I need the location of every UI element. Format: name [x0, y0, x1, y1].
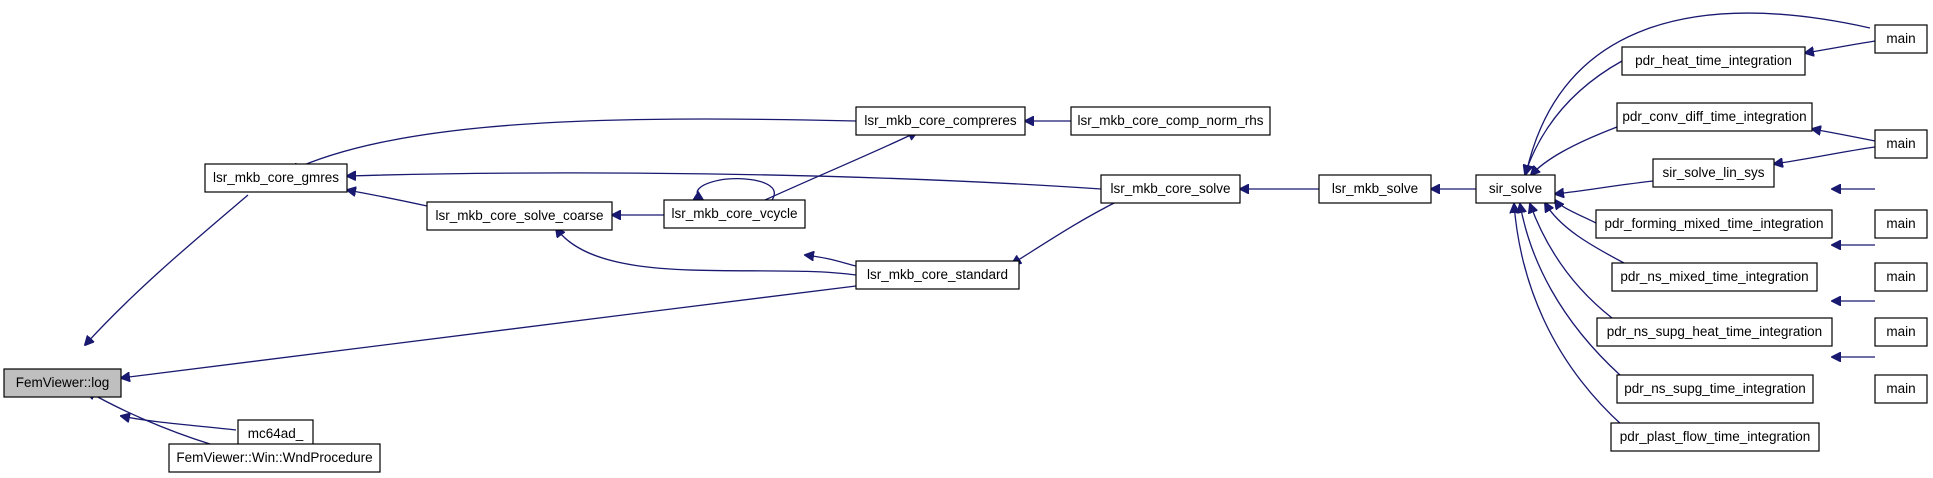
edge-vcycle-self-loop	[697, 177, 775, 200]
node-main-5[interactable]: main	[1874, 317, 1928, 347]
edge-gmres-to-log	[85, 194, 249, 345]
svg-text:lsr_mkb_core_vcycle: lsr_mkb_core_vcycle	[671, 206, 797, 221]
edge-standard-to-vcycle	[805, 255, 857, 267]
edge-solve-coarse-to-gmres	[347, 190, 428, 207]
edge-nssupg-to-sir-solve	[1520, 204, 1621, 376]
edge-main1-to-heat	[1805, 40, 1876, 53]
svg-text:pdr_heat_time_integration: pdr_heat_time_integration	[1635, 53, 1792, 68]
edge-heat-to-sir-solve	[1525, 60, 1623, 174]
svg-text:pdr_ns_supg_time_integration: pdr_ns_supg_time_integration	[1624, 381, 1806, 396]
edge-wndprocedure-to-log	[87, 391, 211, 445]
node-lsr-mkb-solve[interactable]: lsr_mkb_solve	[1318, 174, 1432, 204]
node-lsr-mkb-core-vcycle[interactable]: lsr_mkb_core_vcycle	[663, 199, 806, 229]
svg-text:main: main	[1886, 136, 1915, 151]
svg-text:pdr_plast_flow_time_integratio: pdr_plast_flow_time_integration	[1620, 429, 1811, 444]
svg-text:FemViewer::Win::WndProcedure: FemViewer::Win::WndProcedure	[176, 450, 372, 465]
node-pdr-heat-time-integration[interactable]: pdr_heat_time_integration	[1621, 46, 1806, 76]
svg-text:main: main	[1886, 381, 1915, 396]
svg-text:pdr_forming_mixed_time_integra: pdr_forming_mixed_time_integration	[1604, 216, 1823, 231]
edge-linsys-to-sir-solve	[1555, 180, 1654, 194]
edge-compreres-to-gmres	[290, 118, 857, 171]
svg-text:main: main	[1886, 216, 1915, 231]
node-femviewer-log[interactable]: FemViewer::log	[3, 368, 122, 398]
svg-text:pdr_conv_diff_time_integration: pdr_conv_diff_time_integration	[1622, 109, 1806, 124]
node-pdr-ns-mixed-time-integration[interactable]: pdr_ns_mixed_time_integration	[1611, 262, 1818, 292]
svg-text:lsr_mkb_core_solve_coarse: lsr_mkb_core_solve_coarse	[435, 208, 603, 223]
node-main-4[interactable]: main	[1874, 262, 1928, 292]
edge-vcycle-to-compreres	[764, 132, 917, 201]
node-main-3[interactable]: main	[1874, 209, 1928, 239]
edge-main2-to-linsys	[1774, 146, 1876, 164]
svg-text:mc64ad_: mc64ad_	[248, 426, 304, 441]
node-lsr-mkb-core-solve[interactable]: lsr_mkb_core_solve	[1100, 174, 1241, 204]
edge-nsmixed-to-sir-solve	[1545, 203, 1625, 264]
svg-text:main: main	[1886, 269, 1915, 284]
node-pdr-ns-supg-time-integration[interactable]: pdr_ns_supg_time_integration	[1616, 374, 1814, 404]
node-lsr-mkb-core-compreres[interactable]: lsr_mkb_core_compreres	[855, 106, 1026, 136]
svg-text:FemViewer::log: FemViewer::log	[16, 375, 110, 390]
svg-text:lsr_mkb_core_compreres: lsr_mkb_core_compreres	[864, 113, 1017, 128]
edge-mc64ad-to-log	[121, 416, 237, 431]
node-lsr-mkb-core-solve-coarse[interactable]: lsr_mkb_core_solve_coarse	[426, 201, 613, 231]
edge-core-solve-to-standard	[1012, 199, 1121, 264]
edge-standard-to-solve-coarse	[556, 228, 857, 276]
node-sir-solve-lin-sys[interactable]: sir_solve_lin_sys	[1652, 158, 1775, 188]
svg-text:lsr_mkb_core_comp_norm_rhs: lsr_mkb_core_comp_norm_rhs	[1077, 113, 1263, 128]
edge-plast-to-sir-solve	[1514, 204, 1624, 427]
node-main-1[interactable]: main	[1874, 24, 1928, 54]
edge-forming-to-sir-solve	[1555, 200, 1597, 224]
node-pdr-plast-flow-time-integration[interactable]: pdr_plast_flow_time_integration	[1610, 422, 1820, 452]
node-main-6[interactable]: main	[1874, 374, 1928, 404]
node-pdr-forming-mixed-time-integration[interactable]: pdr_forming_mixed_time_integration	[1595, 209, 1833, 239]
svg-text:pdr_ns_mixed_time_integration: pdr_ns_mixed_time_integration	[1620, 269, 1808, 284]
edge-core-solve-to-gmres	[347, 173, 1102, 190]
node-mc64ad[interactable]: mc64ad_	[237, 419, 314, 449]
svg-text:pdr_ns_supg_heat_time_integrat: pdr_ns_supg_heat_time_integration	[1607, 324, 1822, 339]
node-main-2[interactable]: main	[1874, 129, 1928, 159]
node-pdr-ns-supg-heat-time-integration[interactable]: pdr_ns_supg_heat_time_integration	[1596, 317, 1833, 347]
edge-nssupgheat-to-sir-solve	[1530, 204, 1613, 319]
edge-main2-to-convdiff	[1812, 129, 1876, 142]
node-lsr-mkb-core-gmres[interactable]: lsr_mkb_core_gmres	[204, 163, 348, 193]
node-femviewer-win-wndprocedure[interactable]: FemViewer::Win::WndProcedure	[168, 443, 381, 473]
svg-text:main: main	[1886, 324, 1915, 339]
svg-text:main: main	[1886, 31, 1915, 46]
svg-text:sir_solve_lin_sys: sir_solve_lin_sys	[1662, 165, 1764, 180]
edge-heat-outer-to-sir-solve	[1526, 12, 1871, 174]
svg-text:lsr_mkb_core_solve: lsr_mkb_core_solve	[1110, 181, 1230, 196]
edge-standard-to-log	[121, 285, 857, 378]
svg-text:lsr_mkb_core_gmres: lsr_mkb_core_gmres	[213, 170, 339, 185]
svg-text:lsr_mkb_solve: lsr_mkb_solve	[1332, 181, 1418, 196]
node-lsr-mkb-core-comp-norm-rhs[interactable]: lsr_mkb_core_comp_norm_rhs	[1070, 106, 1271, 136]
edge-convdiff-to-sir-solve	[1531, 126, 1618, 175]
node-lsr-mkb-core-standard[interactable]: lsr_mkb_core_standard	[855, 260, 1020, 290]
node-sir-solve[interactable]: sir_solve	[1475, 174, 1556, 204]
svg-text:sir_solve: sir_solve	[1489, 181, 1542, 196]
svg-text:lsr_mkb_core_standard: lsr_mkb_core_standard	[867, 267, 1008, 282]
node-pdr-conv-diff-time-integration[interactable]: pdr_conv_diff_time_integration	[1616, 102, 1813, 132]
